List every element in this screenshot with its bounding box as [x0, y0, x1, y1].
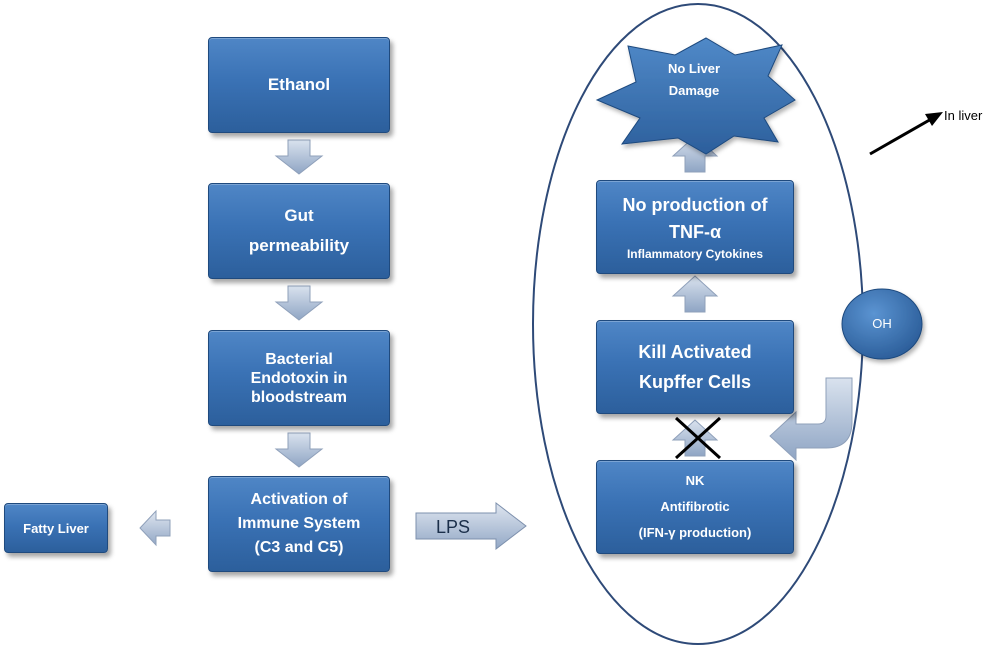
down-arrow-2	[274, 285, 324, 321]
tnf-line-3: Inflammatory Cytokines	[626, 247, 764, 261]
gut-line-2: permeability	[248, 236, 350, 255]
ethanol-label: Ethanol	[267, 75, 331, 94]
lps-label: LPS	[435, 517, 471, 537]
nk-antifibrotic-box: NK Antifibrotic (IFN-γ production)	[596, 460, 794, 554]
star-shape	[595, 37, 796, 155]
in-liver-label: In liver	[944, 108, 983, 123]
activation-line-2: Immune System	[237, 515, 361, 532]
no-liver-damage-label: No Liver Damage	[630, 58, 758, 102]
kill-kupffer-box: Kill Activated Kupffer Cells	[596, 320, 794, 414]
damage-line-2: Damage	[668, 83, 720, 98]
down-arrow-3	[274, 432, 324, 468]
nk-line-3: (IFN-γ production)	[638, 525, 752, 540]
gut-line-1: Gut	[284, 206, 314, 225]
kill-line-2: Kupffer Cells	[638, 372, 752, 392]
ethanol-box: Ethanol	[208, 37, 390, 133]
bacterial-endotoxin-box: Bacterial Endotoxin in bloodstream	[208, 330, 390, 426]
fatty-liver-box: Fatty Liver	[4, 503, 108, 553]
bacterial-line-2: Endotoxin in	[250, 369, 348, 387]
up-arrow-2	[671, 275, 719, 313]
bent-arrow	[769, 377, 853, 462]
activation-line-3: (C3 and C5)	[254, 539, 344, 556]
oh-circle	[841, 288, 923, 360]
kill-line-1: Kill Activated	[638, 342, 752, 362]
nk-line-2: Antifibrotic	[660, 499, 730, 514]
tnf-line-1: No production of	[622, 195, 768, 215]
gut-permeability-box: Gut permeability	[208, 183, 390, 279]
tnf-line-2: TNF-α	[668, 222, 722, 242]
bacterial-line-1: Bacterial	[265, 350, 333, 368]
left-arrow-fatty-liver	[139, 509, 171, 547]
nk-line-1: NK	[685, 473, 705, 488]
bacterial-line-3: bloodstream	[250, 388, 347, 406]
no-tnf-box: No production of TNF-α Inflammatory Cyto…	[596, 180, 794, 274]
immune-activation-box: Activation of Immune System (C3 and C5)	[208, 476, 390, 572]
down-arrow-1	[274, 139, 324, 175]
oh-label: OH	[872, 316, 892, 331]
fatty-liver-label: Fatty Liver	[23, 520, 89, 536]
up-arrow-3	[671, 419, 719, 457]
damage-line-1: No Liver	[667, 61, 720, 76]
activation-line-1: Activation of	[250, 491, 348, 508]
in-liver-arrow	[869, 112, 943, 156]
lps-arrow	[415, 501, 527, 551]
